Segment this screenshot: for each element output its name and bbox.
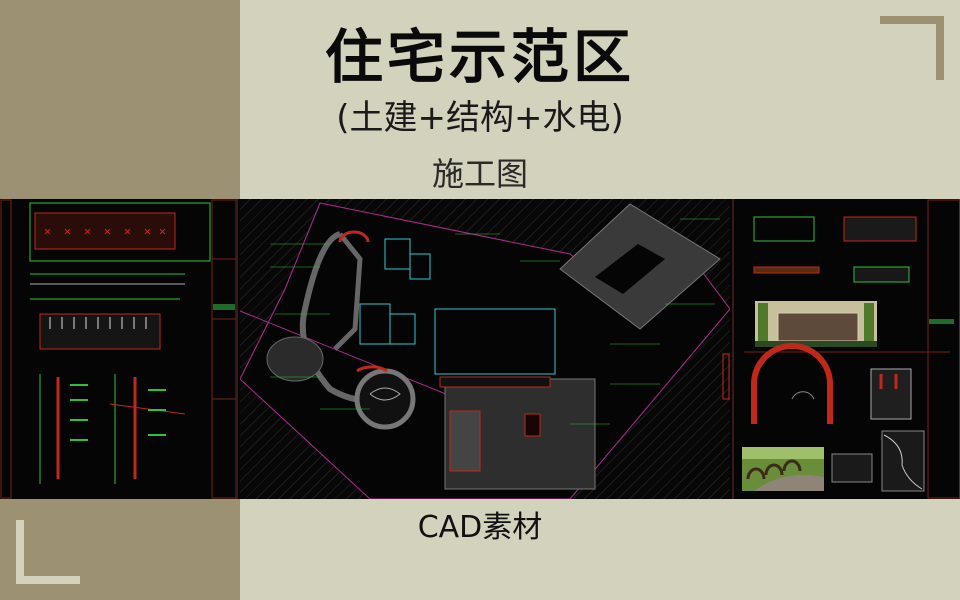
entrance-arch-detail-sheet	[732, 199, 960, 499]
wall-elevation-sheet	[0, 199, 238, 499]
page-caption: 施工图	[431, 155, 528, 193]
page-subtitle: (土建+结构+水电)	[336, 98, 624, 138]
cad-preview-band	[0, 199, 960, 499]
site-master-plan	[240, 199, 730, 499]
corner-bracket-bottom-left	[16, 520, 80, 584]
footer-label: CAD素材	[417, 510, 543, 545]
page-title: 住宅示范区	[324, 23, 635, 91]
corner-bracket-top-right	[880, 16, 944, 80]
